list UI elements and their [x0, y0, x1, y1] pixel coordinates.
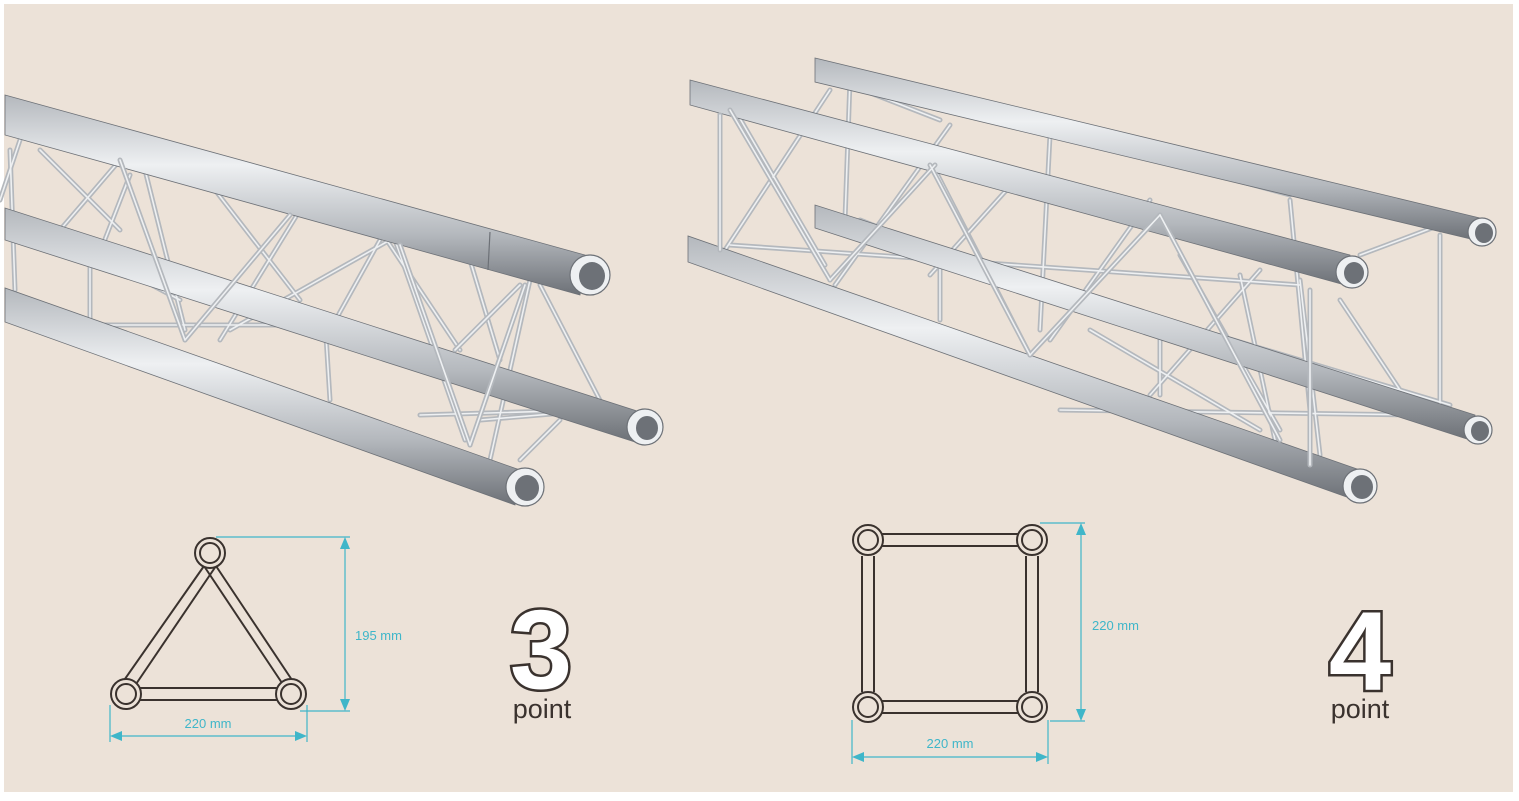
- square-frame: [861, 533, 1039, 714]
- square-node-bottom-left: [852, 691, 884, 723]
- triangle-node-right: [275, 678, 307, 710]
- truss3-top-chord: [4, 94, 611, 296]
- truss4-front-lattice: [717, 107, 1313, 468]
- square-node-bottom-right: [1016, 691, 1048, 723]
- three-point-height-label: 195 mm: [355, 628, 402, 643]
- three-point-word: point: [513, 694, 572, 724]
- truss4-front-bottom-chord: [687, 235, 1378, 504]
- four-point-height-dimension: [1040, 522, 1086, 722]
- four-point-height-label: 220 mm: [1092, 618, 1139, 633]
- three-point-height-dimension: [216, 536, 350, 712]
- four-point-cross-section-diagram: 220 mm 220 mm: [851, 522, 1139, 764]
- four-point-number: 4: [1329, 589, 1391, 714]
- truss3-rear-chord: [4, 207, 664, 446]
- truss3-front-chord: [4, 287, 545, 507]
- triangle-node-left: [110, 678, 142, 710]
- four-point-word: point: [1331, 694, 1390, 724]
- four-point-width-dimension: [851, 720, 1049, 764]
- three-point-truss-render: [0, 94, 664, 507]
- triangle-node-top: [194, 537, 226, 569]
- four-point-truss-render: [687, 57, 1497, 504]
- truss4-front-top-chord: [689, 79, 1369, 289]
- three-point-number: 3: [510, 587, 572, 712]
- three-point-width-label: 220 mm: [185, 716, 232, 731]
- four-point-width-label: 220 mm: [927, 736, 974, 751]
- square-node-top-left: [852, 524, 884, 556]
- three-point-cross-section-diagram: 195 mm 220 mm: [109, 536, 402, 742]
- square-node-top-right: [1016, 524, 1048, 556]
- truss3-front-lattice: [117, 157, 528, 448]
- triangle-frame: [119, 565, 297, 701]
- three-point-width-dimension: [109, 705, 308, 742]
- truss4-rear-top-chord: [814, 57, 1497, 247]
